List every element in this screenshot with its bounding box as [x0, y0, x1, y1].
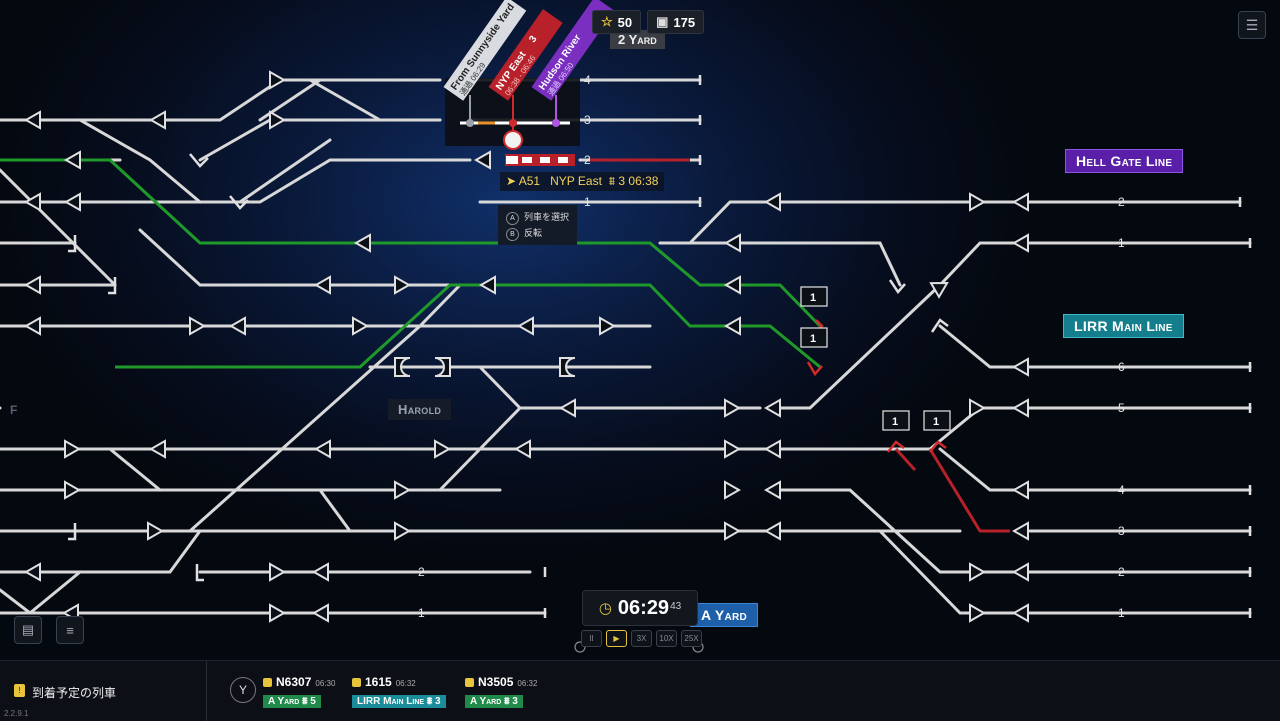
- play-button[interactable]: ▶: [606, 630, 627, 647]
- svg-text:6: 6: [1118, 360, 1125, 374]
- svg-text:2: 2: [418, 565, 425, 579]
- train-icon: [352, 678, 361, 687]
- arrival-destination: A Yard ⩩ 5: [263, 695, 321, 708]
- sliders-icon: ≡: [66, 622, 74, 638]
- train-icon: ▣: [656, 14, 669, 29]
- game-clock: ◷ 06:29 43: [582, 590, 698, 626]
- svg-text:2: 2: [1118, 565, 1125, 579]
- rail-board[interactable]: 4 3 2 1 2 1 6 5 4 3 2 1 2 1 1 1 1 1: [0, 0, 1280, 660]
- speed-3x-button[interactable]: 3X: [631, 630, 652, 647]
- svg-text:1: 1: [584, 195, 591, 209]
- book-icon: ▤: [21, 622, 35, 637]
- train-flag-panel[interactable]: From Sunnyside Yard 通過 06:29 NYP East 3 …: [443, 0, 615, 150]
- svg-text:2: 2: [584, 153, 591, 167]
- svg-text:3: 3: [527, 34, 539, 45]
- svg-text:1: 1: [810, 333, 816, 345]
- svg-text:3: 3: [1118, 524, 1125, 538]
- list-icon: ☰: [1245, 16, 1259, 33]
- track-number-labels: 4 3 2 1 2 1 6 5 4 3 2 1 2 1: [418, 73, 1125, 620]
- pause-button[interactable]: II: [581, 630, 602, 647]
- harold-label: Harold: [388, 399, 452, 420]
- svg-text:1: 1: [933, 416, 939, 428]
- svg-text:1: 1: [892, 416, 898, 428]
- buffer-stops: [68, 75, 1252, 618]
- svg-text:1: 1: [1118, 606, 1125, 620]
- selected-train-tooltip: ➤ A51 NYP East ⩩ 3 06:38: [500, 172, 665, 191]
- logbook-button[interactable]: ▤: [14, 616, 42, 644]
- speed-controls: II ▶ 3X 10X 25X: [581, 630, 702, 647]
- arrival-destination: A Yard ⩩ 3: [465, 695, 523, 708]
- y-button[interactable]: Y: [230, 677, 256, 703]
- menu-button[interactable]: ☰: [1238, 11, 1266, 39]
- speed-25x-button[interactable]: 25X: [681, 630, 702, 647]
- cursor-icon: ➤: [506, 174, 517, 188]
- svg-text:2: 2: [1118, 195, 1125, 209]
- settings-button[interactable]: ≡: [56, 616, 84, 644]
- star-icon: ☆: [601, 14, 613, 29]
- svg-text:1: 1: [1118, 236, 1125, 250]
- half-signals: [394, 357, 576, 377]
- train-icon: [263, 678, 272, 687]
- speed-10x-button[interactable]: 10X: [656, 630, 677, 647]
- yard-tag: 2 Yard: [610, 30, 665, 49]
- hell-gate-line-label: Hell Gate Line: [1065, 149, 1184, 173]
- svg-text:4: 4: [1118, 483, 1125, 497]
- hud-counters: ☆ 50 ▣ 175: [592, 10, 705, 34]
- train-icon: [465, 678, 474, 687]
- platform-icon: ⩩: [608, 174, 616, 188]
- arrivals-header: ! 到着予定の列車 2.2.9.1: [0, 661, 207, 721]
- a-yard-label: A Yard: [690, 603, 759, 627]
- red-route: [590, 158, 1010, 533]
- track-network: [0, 78, 1252, 615]
- lirr-main-line-label: LIRR Main Line: [1063, 314, 1184, 338]
- svg-text:4: 4: [584, 73, 591, 87]
- red-buffers: [806, 319, 947, 453]
- svg-text:1: 1: [810, 292, 816, 304]
- block-counters: 1 1 1 1: [800, 286, 951, 431]
- active-route: [0, 158, 822, 369]
- arrival-destination: LIRR Main Line ⩩ 3: [352, 695, 446, 708]
- trains-counter: ▣ 175: [647, 10, 705, 34]
- f-marker: F: [10, 403, 18, 417]
- selected-train[interactable]: [505, 154, 575, 166]
- svg-text:5: 5: [1118, 401, 1125, 415]
- svg-text:3: 3: [584, 113, 591, 127]
- stars-counter: ☆ 50: [592, 10, 642, 34]
- schedule-icon: !: [14, 684, 25, 697]
- svg-text:1: 1: [418, 606, 425, 620]
- clock-icon: ◷: [598, 600, 612, 617]
